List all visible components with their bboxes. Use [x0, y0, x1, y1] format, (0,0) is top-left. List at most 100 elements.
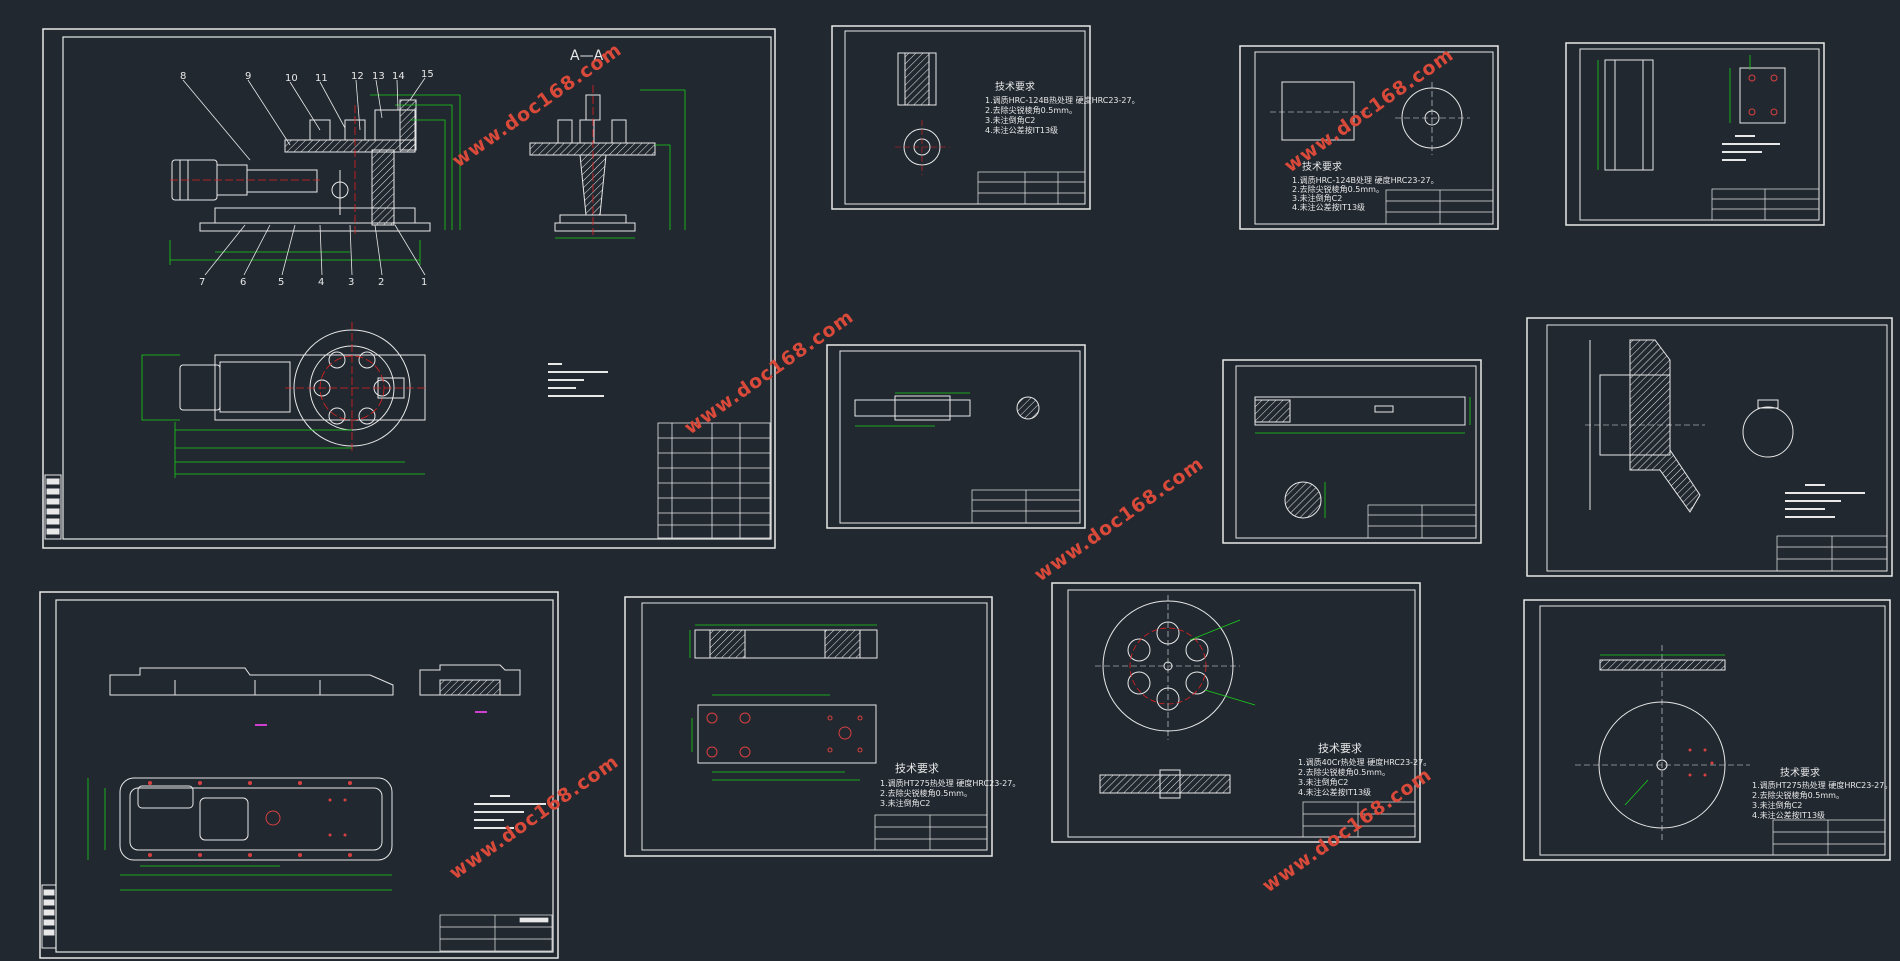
title-block — [1367, 504, 1477, 539]
title-block — [977, 171, 1086, 205]
base-plate-sheet[interactable] — [39, 591, 559, 959]
index-disc-section — [1099, 769, 1231, 799]
svg-text:3.未注倒角C2: 3.未注倒角C2 — [1752, 800, 1802, 810]
shaft-a-views — [854, 395, 1040, 421]
round-table-section — [1599, 659, 1726, 671]
title-block — [1302, 801, 1416, 838]
section-dimensions — [555, 89, 686, 239]
round-table-centerlines — [1575, 645, 1750, 840]
balloon-1: 1 — [421, 277, 427, 288]
section-aa-view — [529, 94, 656, 232]
base-plate-tech — [474, 795, 546, 829]
support-plate-section — [694, 629, 878, 659]
index-disc-sheet[interactable]: 技术要求 1.调质40Cr热处理 硬度HRC23-27。 2.去除尖锐棱角0.5… — [1051, 582, 1431, 843]
key-plate-tech: 技术要求 1.调质HRC-124B处理 硬度HRC23-27。 2.去除尖锐棱角… — [1292, 160, 1439, 212]
bearing-cover-sheet[interactable]: 技术要求 1.调质HRC-124B热处理 硬度HRC23-27。 2.去除尖锐棱… — [831, 25, 1140, 210]
svg-text:4.未注公差按IT13级: 4.未注公差按IT13级 — [1292, 202, 1365, 212]
svg-text:技术要求: 技术要求 — [995, 80, 1035, 93]
svg-text:4.未注公差按IT13级: 4.未注公差按IT13级 — [1298, 787, 1371, 797]
balloon-4: 4 — [318, 277, 324, 288]
top-view-dimensions — [141, 354, 425, 478]
bevel-gear-tech — [1785, 484, 1865, 518]
balloon-9: 9 — [245, 71, 251, 82]
support-plate-dimensions — [689, 624, 877, 781]
round-table-tech: 技术要求 1.调质HT275热处理 硬度HRC23-27。 2.去除尖锐棱角0.… — [1752, 766, 1892, 820]
balloon-12: 12 — [351, 71, 364, 82]
bearing-cover-tech: 技术要求 1.调质HRC-124B热处理 硬度HRC23-27。 2.去除尖锐棱… — [985, 80, 1140, 135]
title-block — [1711, 188, 1820, 221]
rod-block-dimensions — [1597, 55, 1751, 170]
index-disc-dimensions — [1189, 619, 1256, 706]
bearing-cover-views — [897, 52, 941, 166]
watermark-text: www.doc168.com — [1280, 43, 1458, 177]
svg-text:1.调质40Cr热处理 硬度HRC23-27。: 1.调质40Cr热处理 硬度HRC23-27。 — [1298, 757, 1431, 767]
bevel-gear-section — [1589, 339, 1701, 513]
assembly-centerlines — [170, 105, 356, 235]
base-plate-side-view — [419, 664, 521, 696]
svg-text:4.未注公差按IT13级: 4.未注公差按IT13级 — [1752, 810, 1825, 820]
base-plate-holes — [148, 781, 352, 857]
rod-block-sheet[interactable] — [1565, 42, 1825, 226]
svg-text:3.未注倒角C2: 3.未注倒角C2 — [880, 798, 930, 808]
svg-text:1.调质HT275热处理 硬度HRC23-27。: 1.调质HT275热处理 硬度HRC23-27。 — [1752, 780, 1892, 790]
base-plate-magenta-labels — [255, 711, 487, 726]
svg-text:3.未注倒角C2: 3.未注倒角C2 — [1298, 777, 1348, 787]
shaft-b-views — [1254, 396, 1466, 519]
balloon-2: 2 — [378, 277, 384, 288]
parts-list — [657, 422, 771, 539]
rod-block-views — [1604, 59, 1786, 171]
svg-text:技术要求: 技术要求 — [895, 762, 939, 775]
svg-text:技术要求: 技术要求 — [1780, 766, 1820, 779]
round-table-sheet[interactable]: 技术要求 1.调质HT275热处理 硬度HRC23-27。 2.去除尖锐棱角0.… — [1523, 599, 1892, 861]
svg-text:2.去除尖锐棱角0.5mm。: 2.去除尖锐棱角0.5mm。 — [1292, 184, 1384, 194]
index-disc-tech: 技术要求 1.调质40Cr热处理 硬度HRC23-27。 2.去除尖锐棱角0.5… — [1298, 742, 1431, 797]
svg-text:2.去除尖锐棱角0.5mm。: 2.去除尖锐棱角0.5mm。 — [1752, 790, 1844, 800]
base-plate-top-view — [119, 777, 393, 861]
svg-text:2.去除尖锐棱角0.5mm。: 2.去除尖锐棱角0.5mm。 — [880, 788, 972, 798]
title-block — [1385, 189, 1494, 225]
svg-text:1.调质HRC-124B处理 硬度HRC23-27。: 1.调质HRC-124B处理 硬度HRC23-27。 — [1292, 175, 1439, 185]
margin-strip — [44, 474, 62, 540]
assembly-leaders — [182, 77, 426, 276]
title-block — [874, 814, 988, 851]
svg-text:1.调质HT275热处理 硬度HRC23-27。: 1.调质HT275热处理 硬度HRC23-27。 — [880, 778, 1020, 788]
balloon-11: 11 — [315, 73, 328, 84]
key-plate-centerlines — [1270, 82, 1470, 155]
svg-text:3.未注倒角C2: 3.未注倒角C2 — [985, 115, 1035, 125]
watermark-text: www.doc168.com — [1030, 452, 1208, 586]
key-plate-sheet[interactable]: 技术要求 1.调质HRC-124B处理 硬度HRC23-27。 2.去除尖锐棱角… — [1239, 45, 1499, 230]
svg-text:2.去除尖锐棱角0.5mm。: 2.去除尖锐棱角0.5mm。 — [985, 105, 1077, 115]
title-block — [439, 914, 553, 952]
balloon-6: 6 — [240, 277, 246, 288]
bearing-cover-centerlines — [895, 120, 950, 175]
assembly-front-view — [171, 99, 431, 232]
shaft-b-dimensions — [1255, 397, 1471, 518]
support-plate-top-view — [697, 704, 877, 764]
shaft-b-sheet[interactable] — [1222, 359, 1482, 544]
margin-strip — [41, 884, 57, 949]
balloon-14: 14 — [392, 71, 405, 82]
base-plate-dimensions — [87, 778, 392, 891]
watermark-text: www.doc168.com — [445, 750, 623, 884]
bevel-gear-side-view — [1742, 399, 1794, 458]
svg-text:技术要求: 技术要求 — [1302, 160, 1342, 173]
title-block — [971, 489, 1081, 524]
balloon-13: 13 — [372, 71, 385, 82]
balloon-3: 3 — [348, 277, 354, 288]
round-table-dimensions — [1600, 654, 1725, 806]
support-plate-tech: 技术要求 1.调质HT275热处理 硬度HRC23-27。 2.去除尖锐棱角0.… — [880, 762, 1020, 808]
bevel-gear-sheet[interactable] — [1526, 317, 1893, 577]
support-plate-sheet[interactable]: 技术要求 1.调质HT275热处理 硬度HRC23-27。 2.去除尖锐棱角0.… — [624, 596, 1020, 857]
shaft-a-sheet[interactable] — [826, 344, 1086, 529]
svg-text:4.未注公差按IT13级: 4.未注公差按IT13级 — [985, 125, 1058, 135]
base-plate-front-view — [109, 667, 394, 696]
title-block — [1776, 535, 1888, 572]
title-block — [1772, 819, 1886, 856]
round-table-holes — [1688, 748, 1714, 777]
shaft-a-dimensions — [855, 392, 970, 427]
assembly-sheet[interactable]: 8 9 10 11 12 13 14 15 7 6 5 4 3 2 1 A—A — [42, 28, 776, 549]
assembly-notes — [548, 363, 608, 397]
balloon-5: 5 — [278, 277, 284, 288]
svg-text:1.调质HRC-124B热处理 硬度HRC23-27。: 1.调质HRC-124B热处理 硬度HRC23-27。 — [985, 95, 1140, 105]
